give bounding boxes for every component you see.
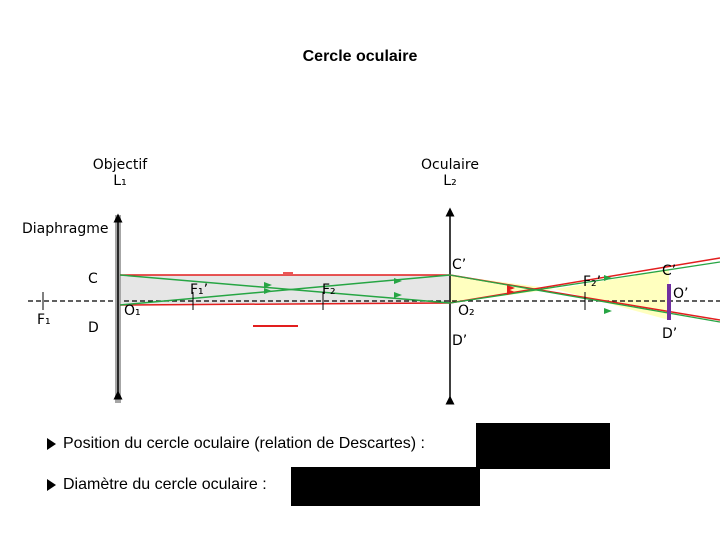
ray-arrowheads bbox=[264, 275, 612, 314]
point-F2-prime-label: F₂’ bbox=[583, 274, 602, 290]
point-D-label: D bbox=[88, 320, 99, 336]
arrow-bullet-icon bbox=[47, 438, 56, 450]
green-ray-ocular-up bbox=[449, 261, 720, 304]
green-ray-down bbox=[119, 274, 451, 304]
point-O2-label: O₂ bbox=[458, 303, 475, 319]
objectif-label: Objectif L₁ bbox=[80, 157, 160, 189]
point-D-prime-label: D’ bbox=[452, 333, 468, 349]
point-D-prime-right-label: D’ bbox=[662, 326, 678, 342]
point-O1-label: O₁ bbox=[124, 303, 141, 319]
point-O-prime-label: O’ bbox=[673, 286, 689, 302]
point-C-label: C bbox=[88, 271, 98, 287]
oculaire-label: Oculaire L₂ bbox=[410, 157, 490, 189]
bullet-diameter-text: Diamètre du cercle oculaire : bbox=[63, 476, 267, 493]
diagram-title: Cercle oculaire bbox=[302, 48, 418, 65]
point-C-prime-right-label: C’ bbox=[662, 263, 677, 279]
ocular-shaded-zone-left bbox=[450, 275, 555, 303]
bullet-position-text: Position du cercle oculaire (relation de… bbox=[63, 435, 425, 452]
objectif-name: Objectif bbox=[92, 157, 148, 173]
bullet-diameter: Diamètre du cercle oculaire : bbox=[47, 476, 267, 494]
point-C-prime-label: C’ bbox=[452, 257, 467, 273]
answer-mask-diameter bbox=[291, 467, 480, 506]
bullet-position: Position du cercle oculaire (relation de… bbox=[47, 435, 425, 453]
oculaire-lens-name: L₂ bbox=[443, 173, 457, 189]
point-F1-label: F₁ bbox=[37, 312, 51, 328]
objectif-lens-name: L₁ bbox=[113, 173, 127, 189]
point-F1-prime-label: F₁’ bbox=[190, 282, 209, 298]
red-ray-bottom-ocular bbox=[449, 257, 720, 304]
point-F2-label: F₂ bbox=[322, 282, 336, 298]
diaphragme-label: Diaphragme bbox=[22, 221, 109, 237]
answer-mask-position bbox=[476, 423, 610, 469]
arrow-bullet-icon bbox=[47, 479, 56, 491]
red-ray-bottom-objective bbox=[119, 302, 451, 306]
oculaire-name: Oculaire bbox=[420, 157, 479, 173]
